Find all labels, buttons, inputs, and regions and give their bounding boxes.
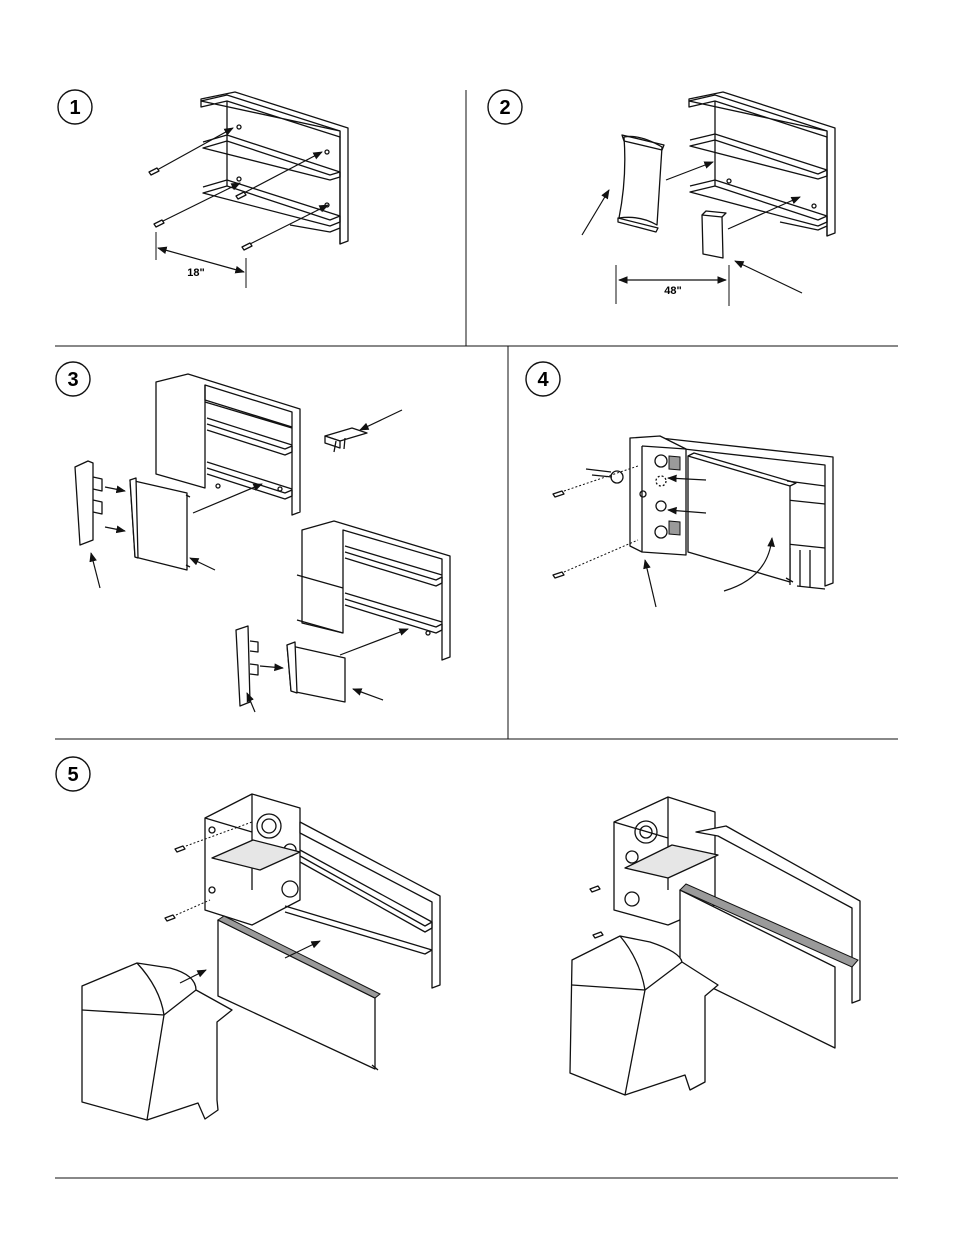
step-2-joint-cover xyxy=(618,135,664,232)
step-3-panel: 3 xyxy=(56,362,450,712)
step-3-endcap-left xyxy=(75,461,102,545)
step-1-dimension: 18" xyxy=(156,232,246,288)
step-3-cover-lower xyxy=(287,642,345,702)
screw-icon xyxy=(236,192,246,199)
step-1-dimension-label: 18" xyxy=(187,267,204,279)
step-5-right-assembly xyxy=(570,797,860,1095)
step-5-number: 5 xyxy=(67,764,78,786)
screw-icon xyxy=(593,932,603,938)
screw-icon xyxy=(149,168,159,175)
step-4-device-box xyxy=(630,436,686,555)
step-2-dimension-label: 48" xyxy=(664,285,681,297)
screw-icon xyxy=(553,491,564,497)
step-2-joint-clip xyxy=(702,211,726,258)
screw-icon xyxy=(154,220,164,227)
step-1-screws xyxy=(149,128,328,250)
step-1-panel: 1 18" xyxy=(58,90,348,288)
step-3-lower-raceway xyxy=(297,521,450,660)
step-3-coupler xyxy=(325,428,367,452)
step-4-number: 4 xyxy=(537,369,549,391)
step-3-cover-left xyxy=(130,478,190,570)
step-1-raceway-base xyxy=(201,92,348,244)
screw-icon xyxy=(553,572,564,578)
step-2-number: 2 xyxy=(499,97,510,119)
step-5-left-cover xyxy=(218,920,375,1069)
step-3-number: 3 xyxy=(67,369,78,391)
step-5-left-fitting xyxy=(82,963,232,1120)
step-2-dimension: 48" xyxy=(616,265,729,306)
step-4-cover xyxy=(688,453,796,582)
screw-icon xyxy=(175,846,185,852)
screw-icon xyxy=(165,915,175,921)
step-4-fittings xyxy=(553,466,638,578)
step-5-left-assembly xyxy=(82,794,440,1120)
step-5-panel: 5 xyxy=(56,757,860,1120)
screw-icon xyxy=(590,886,600,892)
screw-icon xyxy=(242,243,252,250)
step-4-panel: 4 xyxy=(526,362,833,607)
step-2-arrows xyxy=(582,162,802,293)
step-1-number: 1 xyxy=(69,97,80,119)
step-2-panel: 2 48" xyxy=(488,90,835,306)
